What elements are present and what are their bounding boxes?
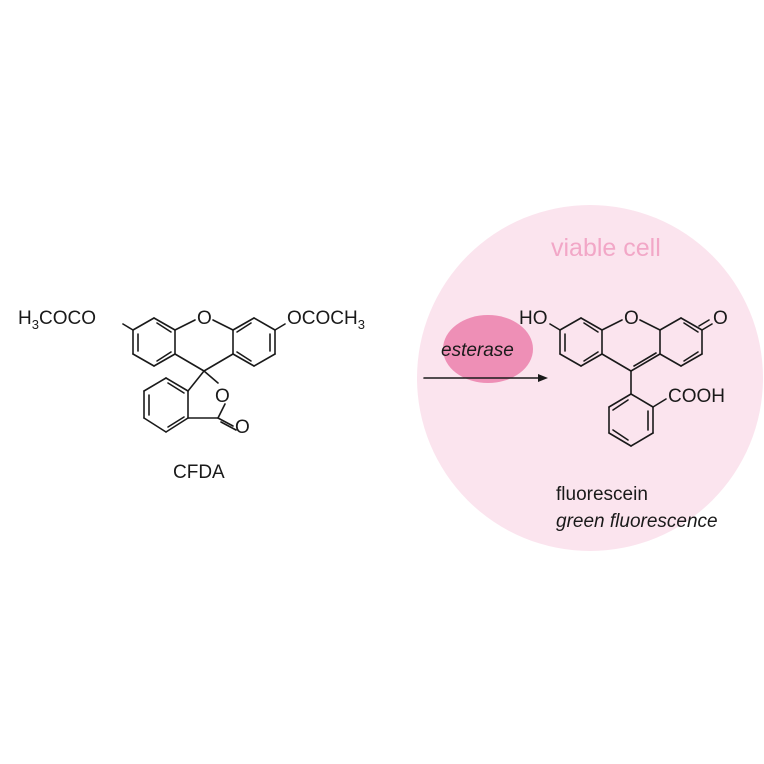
cfda-carbonyl-oxygen: O [235,417,250,438]
fluorescein-structure: O HO O COOH fluorescein green fluorescen… [519,308,728,532]
fluorescein-left-ring [559,317,603,367]
cfda-label: CFDA [173,462,225,483]
fluorescein-description: green fluorescence [556,511,718,532]
fluorescein-right-ring [659,317,703,367]
fluorescein-hydroxyl: HO [519,308,548,329]
cfda-right-acetoxy: OCOCH3 [287,308,365,332]
cell-title: viable cell [551,234,661,262]
fluorescein-benzo-ring [608,393,654,447]
cfda-ring-oxygen: O [197,308,212,329]
cfda-structure: O H3COCO OCOCH3 O O CFDA [18,308,365,483]
cfda-left-acetoxy: H3COCO [18,308,96,332]
viable-cell-circle [417,205,763,551]
cfda-left-ring [132,317,176,367]
fluorescein-keto-oxygen: O [713,308,728,329]
esterase-label: esterase [441,340,514,361]
cfda-lactone-oxygen: O [215,386,230,407]
fluorescein-label: fluorescein [556,484,648,505]
cfda-benzo-ring [143,377,189,433]
esterase-blob [443,315,533,383]
arrow-right-icon [423,374,548,382]
cfda-right-ring [232,317,276,367]
fluorescein-carboxyl: COOH [668,386,725,407]
fluorescein-ring-oxygen: O [624,308,639,329]
